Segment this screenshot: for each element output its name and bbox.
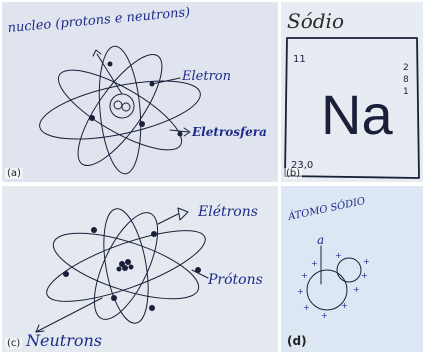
pointer-line — [169, 129, 189, 133]
electron-dot — [195, 267, 201, 273]
atom-sphere — [306, 269, 348, 311]
panel-c-drawing: Elétrons Prótons Neutrons — [2, 186, 278, 352]
electron-dot — [151, 231, 157, 237]
charge-mark: + — [335, 251, 342, 260]
panel-b-paper — [281, 2, 423, 182]
orbit-1 — [46, 230, 206, 302]
pointer-line — [96, 53, 123, 95]
nucleus-particle — [128, 264, 134, 270]
panel-a-paper — [2, 2, 278, 182]
charge-mark: + — [303, 303, 310, 312]
panel-d: ÁTOMO SÓDIO a + + + + + + + + + + (d) — [281, 186, 423, 352]
orbit-4 — [77, 53, 163, 167]
pointer-arrowhead — [177, 207, 189, 221]
electron-dot — [149, 305, 155, 311]
charge-mark: + — [341, 301, 348, 310]
shell-count: 2 — [403, 63, 409, 73]
electron-dot — [89, 115, 95, 121]
panel-a: nucleo (protons e neutrons) E — [2, 2, 278, 182]
nucleus-particle — [125, 259, 131, 265]
panel-c: Elétrons Prótons Neutrons (c) — [2, 186, 278, 352]
electron-dot — [63, 271, 69, 277]
electrons — [63, 227, 201, 311]
pointer-line — [35, 297, 103, 333]
pointer-line — [151, 77, 181, 85]
nucleus-particle — [122, 265, 128, 271]
panel-b: Sódio 11 Na 23,0 2 8 1 (b) — [281, 2, 423, 182]
element-symbol: Na — [321, 83, 393, 146]
element-title: Sódio — [287, 9, 344, 33]
orbit-2 — [52, 232, 200, 300]
charge-mark: + — [311, 259, 318, 268]
element-card — [284, 37, 420, 179]
nucleus-particle — [121, 102, 131, 112]
shell-count: 8 — [403, 75, 409, 85]
orbit-3 — [98, 45, 142, 175]
panel-b-letter: (b) — [284, 168, 303, 179]
panel-c-letter: (c) — [5, 338, 23, 349]
protons-label: Prótons — [207, 272, 263, 288]
atomic-mass: 23,0 — [291, 160, 313, 171]
electrons-label: Elétrons — [197, 204, 258, 220]
panel-d-drawing: ÁTOMO SÓDIO a + + + + + + + + + + — [281, 186, 423, 352]
electron-dot — [91, 227, 97, 233]
shell-count: 1 — [403, 87, 409, 97]
atom-lobe — [336, 257, 362, 283]
orbit-4 — [93, 212, 159, 320]
charge-mark: + — [363, 257, 370, 266]
panel-a-drawing: nucleo (protons e neutrons) E — [2, 2, 278, 182]
charge-mark: + — [297, 287, 304, 296]
pointer-arrowhead — [92, 49, 102, 57]
electron-dot — [107, 61, 113, 67]
charge-mark: + — [361, 271, 368, 280]
panel-a-letter: (a) — [5, 168, 23, 179]
charge-mark: + — [321, 311, 328, 320]
pointer-arrowhead — [35, 324, 45, 333]
electron-dot — [111, 295, 117, 301]
atom-label: a — [317, 233, 324, 247]
electron-dot — [177, 131, 183, 137]
electron-dot — [139, 121, 145, 127]
neutrons-label: Neutrons — [25, 331, 102, 350]
electrons — [89, 61, 183, 137]
panel-b-drawing: Sódio 11 Na 23,0 2 8 1 — [281, 2, 423, 182]
pointer-line — [191, 269, 209, 279]
atomic-number: 11 — [293, 54, 306, 65]
electrosphere-label: Eletrosfera — [191, 125, 267, 139]
electron-label: Eletron — [181, 69, 231, 84]
charge-mark: + — [353, 285, 360, 294]
nucleus-particle — [116, 266, 122, 272]
orbit-2 — [57, 69, 183, 151]
charge-marks: + + + + + + + + + + — [297, 251, 370, 320]
pointer-arrowhead — [183, 127, 191, 137]
atom-orbits — [39, 45, 201, 175]
atom-orbits — [46, 208, 206, 324]
orbit-3 — [103, 208, 149, 324]
nucleus-cluster — [116, 259, 134, 272]
charge-mark: + — [301, 271, 308, 280]
pointer-line — [157, 213, 179, 225]
panel-d-letter: (d) — [287, 334, 307, 348]
panel-d-paper — [281, 186, 423, 352]
orbit-1 — [39, 80, 201, 140]
